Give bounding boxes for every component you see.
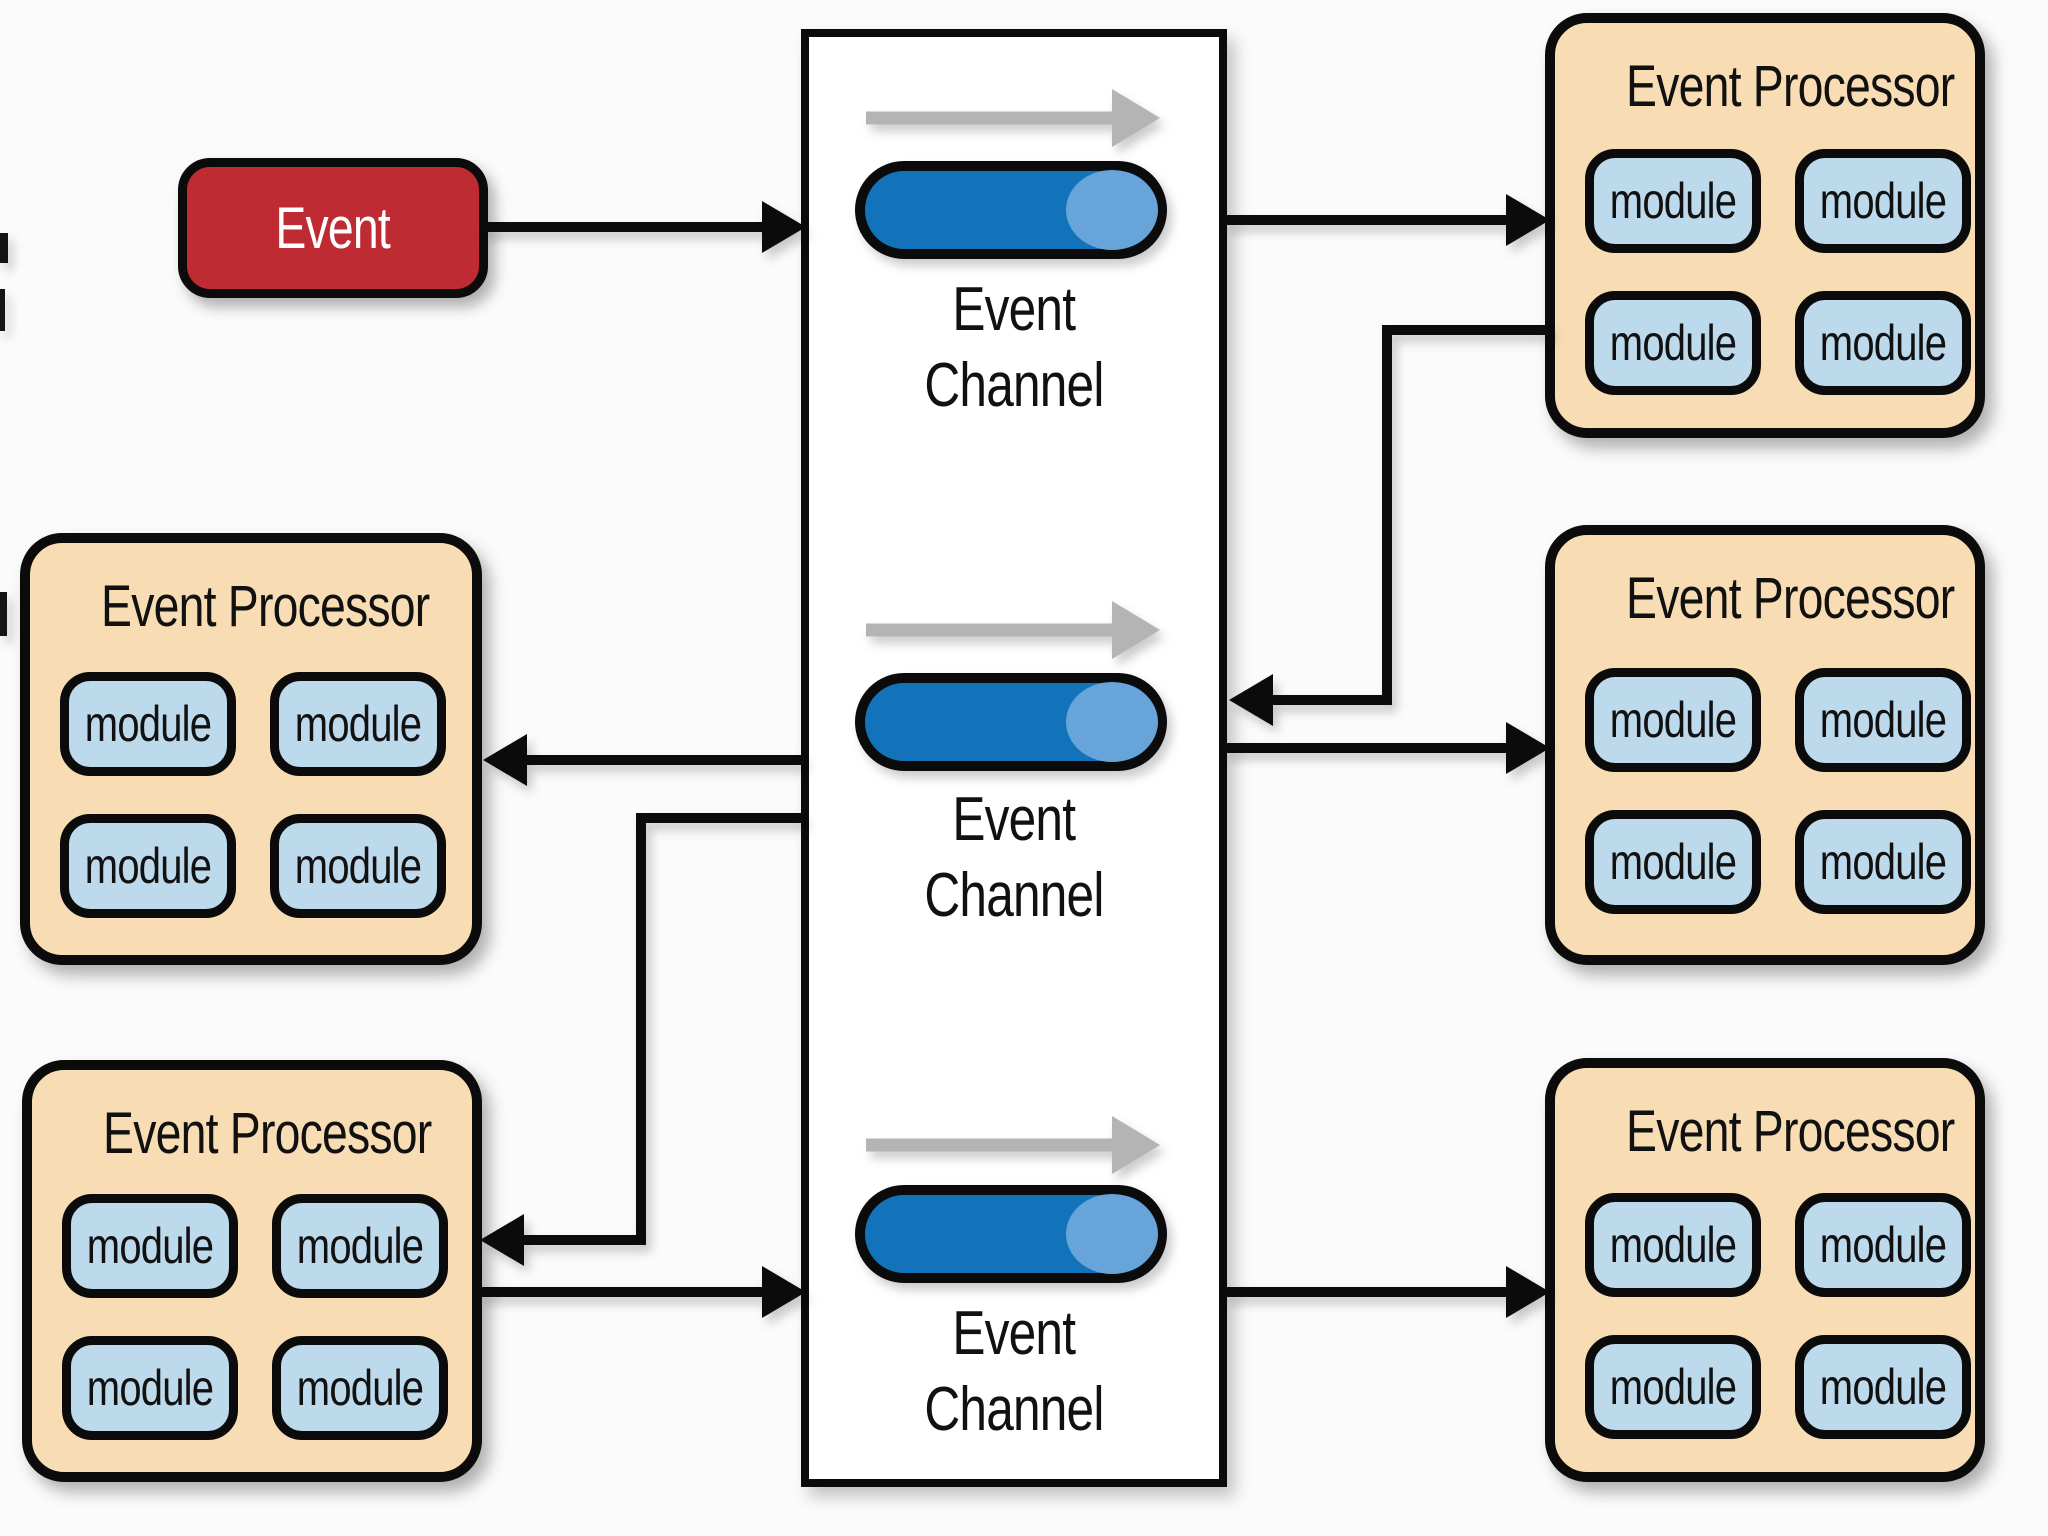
module-grid: module module module module <box>60 665 446 925</box>
channel-2-label-line1: Event <box>952 785 1077 854</box>
arrow-channel1-to-processor-top-right <box>1225 194 1550 246</box>
arrowhead-right-icon <box>762 1266 806 1318</box>
arrow-channel2-to-processor-mid-left <box>483 734 803 786</box>
module-pill: module <box>1795 810 1971 914</box>
module-label: module <box>294 838 422 894</box>
processor-title: Event Processor <box>101 574 430 639</box>
module-label: module <box>1609 834 1737 890</box>
edge-artifact <box>0 592 7 636</box>
arrowhead-right-icon <box>1506 722 1550 774</box>
arrowhead-left-icon <box>480 1214 524 1266</box>
arrowhead-left-icon <box>1229 674 1273 726</box>
channel-1-label-line2: Channel <box>924 351 1104 420</box>
edge-artifact <box>0 233 8 263</box>
arrow-processor-top-right-to-channel2 <box>1229 325 1550 726</box>
module-pill: module <box>272 1336 448 1440</box>
module-pill: module <box>270 672 446 776</box>
module-label: module <box>1609 1359 1737 1415</box>
module-label: module <box>1609 172 1737 229</box>
arrow-channel3-to-processor-bottom-right <box>1225 1266 1550 1318</box>
module-label: module <box>86 1360 214 1416</box>
arrow-processor-bottom-left-to-channel3 <box>480 1266 806 1318</box>
arrow-channel2-to-processor-bottom-left <box>480 813 803 1266</box>
module-pill: module <box>1795 148 1971 253</box>
processor-title: Event Processor <box>1626 54 1955 119</box>
processor-title: Event Processor <box>103 1101 432 1166</box>
module-pill: module <box>1585 1193 1761 1297</box>
event-processor-top-right: Event Processor module module module mod… <box>1545 13 1985 438</box>
channel-3-label-line2: Channel <box>924 1375 1104 1444</box>
module-pill: module <box>1795 290 1971 395</box>
module-pill: module <box>272 1194 448 1298</box>
event-source-label: Event <box>275 195 391 261</box>
module-label: module <box>1819 1359 1947 1415</box>
processor-title: Event Processor <box>1626 566 1955 631</box>
channel-3-label-line1: Event <box>952 1299 1077 1368</box>
event-source-box: Event <box>178 158 488 298</box>
module-label: module <box>296 1218 424 1274</box>
module-pill: module <box>1585 810 1761 914</box>
module-pill: module <box>1795 668 1971 772</box>
module-label: module <box>1609 314 1737 371</box>
module-label: module <box>1819 834 1947 890</box>
module-label: module <box>84 696 212 752</box>
module-grid: module module module module <box>1585 145 1971 398</box>
elbow-line <box>1269 325 1550 705</box>
module-grid: module module module module <box>1585 657 1971 925</box>
module-pill: module <box>1585 668 1761 772</box>
module-label: module <box>86 1218 214 1274</box>
module-pill: module <box>1795 1335 1971 1439</box>
module-label: module <box>294 696 422 752</box>
module-pill: module <box>62 1336 238 1440</box>
module-label: module <box>1609 692 1737 748</box>
event-channel-label-2: Event Channel <box>801 782 1227 934</box>
channel-1-label-line1: Event <box>952 275 1077 344</box>
module-label: module <box>84 838 212 894</box>
module-grid: module module module module <box>1585 1190 1971 1442</box>
processor-title: Event Processor <box>1626 1099 1955 1164</box>
arrowhead-left-icon <box>483 734 527 786</box>
module-pill: module <box>1585 290 1761 395</box>
module-pill: module <box>1795 1193 1971 1297</box>
event-channel-label-3: Event Channel <box>801 1296 1227 1448</box>
arrowhead-right-icon <box>1506 194 1550 246</box>
module-label: module <box>1819 692 1947 748</box>
module-pill: module <box>60 672 236 776</box>
module-label: module <box>1609 1217 1737 1273</box>
module-pill: module <box>270 814 446 918</box>
arrowhead-right-icon <box>1506 1266 1550 1318</box>
module-label: module <box>1819 172 1947 229</box>
event-processor-bottom-left: Event Processor module module module mod… <box>22 1060 482 1482</box>
edge-artifact <box>0 289 5 331</box>
event-processor-bottom-right: Event Processor module module module mod… <box>1545 1058 1985 1482</box>
module-pill: module <box>1585 1335 1761 1439</box>
cropped-edge-artifacts <box>0 233 8 636</box>
event-channel-label-1: Event Channel <box>801 272 1227 424</box>
module-pill: module <box>62 1194 238 1298</box>
module-pill: module <box>1585 148 1761 253</box>
event-processor-mid-right: Event Processor module module module mod… <box>1545 525 1985 965</box>
module-grid: module module module module <box>62 1192 448 1442</box>
elbow-line <box>520 813 803 1245</box>
arrow-channel2-to-processor-mid-right <box>1225 722 1550 774</box>
arrow-event-to-channel1 <box>483 201 806 253</box>
event-processor-mid-left: Event Processor module module module mod… <box>20 533 482 965</box>
event-channel-container <box>801 29 1227 1487</box>
module-label: module <box>296 1360 424 1416</box>
module-pill: module <box>60 814 236 918</box>
arrowhead-right-icon <box>762 201 806 253</box>
channel-2-label-line2: Channel <box>924 861 1104 930</box>
module-label: module <box>1819 1217 1947 1273</box>
module-label: module <box>1819 314 1947 371</box>
